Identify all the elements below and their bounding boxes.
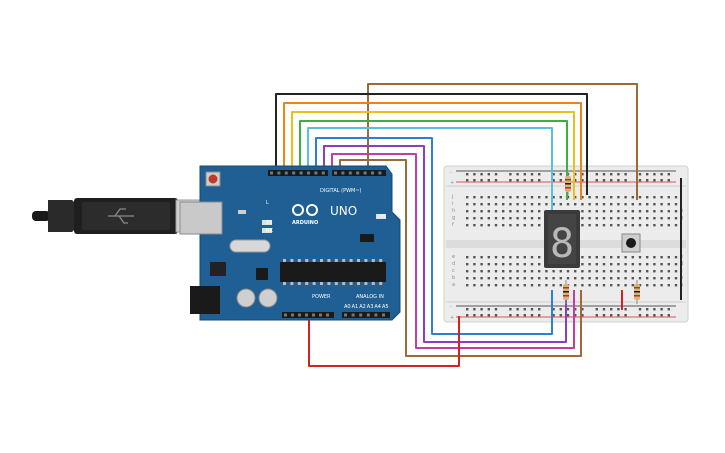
display-digit: 8 <box>550 221 574 267</box>
rail-minus-label-bottom: - <box>450 304 452 310</box>
row-letter: i <box>452 201 453 207</box>
row-letter: j <box>451 194 453 200</box>
rail-minus-label: - <box>450 170 452 176</box>
wire-brown-bottom[interactable] <box>339 159 582 357</box>
wire-green[interactable] <box>299 120 568 200</box>
analog-pin-label: A3 <box>367 304 374 310</box>
push-button[interactable] <box>621 233 641 253</box>
row-letter: a <box>452 282 455 288</box>
rx-label: RX <box>266 228 273 234</box>
row-letter: d <box>452 261 455 267</box>
row-letter: e <box>452 254 455 260</box>
analog-pin-label: A5 <box>382 304 389 310</box>
seven-segment-display[interactable]: 8 <box>544 210 580 268</box>
wire-blue[interactable] <box>315 137 553 335</box>
l-label: L <box>266 200 269 206</box>
analog-pin-label: A1 <box>352 304 359 310</box>
wires <box>275 83 682 367</box>
row-letter: c <box>452 268 455 274</box>
analog-pin-label: A0 <box>344 304 351 310</box>
usb-jack <box>179 201 223 235</box>
resistors <box>563 172 640 304</box>
wire-orange[interactable] <box>283 102 582 200</box>
on-label: ON <box>378 214 386 220</box>
wire-red-5v[interactable] <box>308 316 460 367</box>
usb-icon <box>108 208 134 224</box>
usb-cable <box>32 198 205 234</box>
analog-pin-label: A4 <box>374 304 381 310</box>
breadboard-holes <box>466 173 678 317</box>
analog-header <box>342 312 390 318</box>
wire-magenta[interactable] <box>331 153 575 349</box>
power-jack <box>190 286 220 314</box>
arduino-board: UNO ARDUINO DIGITAL (PWM~) POWER ANALOG … <box>179 165 401 321</box>
rail-plus-label-bottom: + <box>450 315 454 321</box>
atmega-chip <box>280 262 386 282</box>
digital-header-1 <box>268 170 328 176</box>
row-letter: f <box>452 222 454 228</box>
wire-cyan[interactable] <box>307 127 553 210</box>
capacitor-2 <box>258 288 278 308</box>
resistor-bottom-right[interactable] <box>634 280 640 304</box>
reset-button-cap[interactable] <box>208 174 218 184</box>
analog-pin-label: A2 <box>359 304 366 310</box>
wire-yellow[interactable] <box>291 111 575 200</box>
tx-label: TX <box>265 220 273 226</box>
board-model-label: UNO <box>330 204 357 218</box>
resistor-top[interactable] <box>565 172 571 196</box>
digital-label: DIGITAL (PWM~) <box>320 188 362 194</box>
brand-label: ARDUINO <box>292 220 318 226</box>
capacitor-1 <box>236 288 256 308</box>
row-letter: b <box>452 275 455 281</box>
crystal <box>229 239 271 253</box>
resistor-bottom-left[interactable] <box>563 280 569 304</box>
regulator <box>210 262 226 276</box>
wire-purple[interactable] <box>323 145 567 343</box>
power-label: POWER <box>312 294 331 300</box>
row-letter: h <box>452 208 455 214</box>
wire-black[interactable] <box>275 93 588 195</box>
arduino-logo-icon <box>292 204 318 216</box>
rail-plus-label: + <box>450 180 454 186</box>
row-letter: g <box>452 215 455 221</box>
analog-label: ANALOG IN <box>356 294 384 300</box>
